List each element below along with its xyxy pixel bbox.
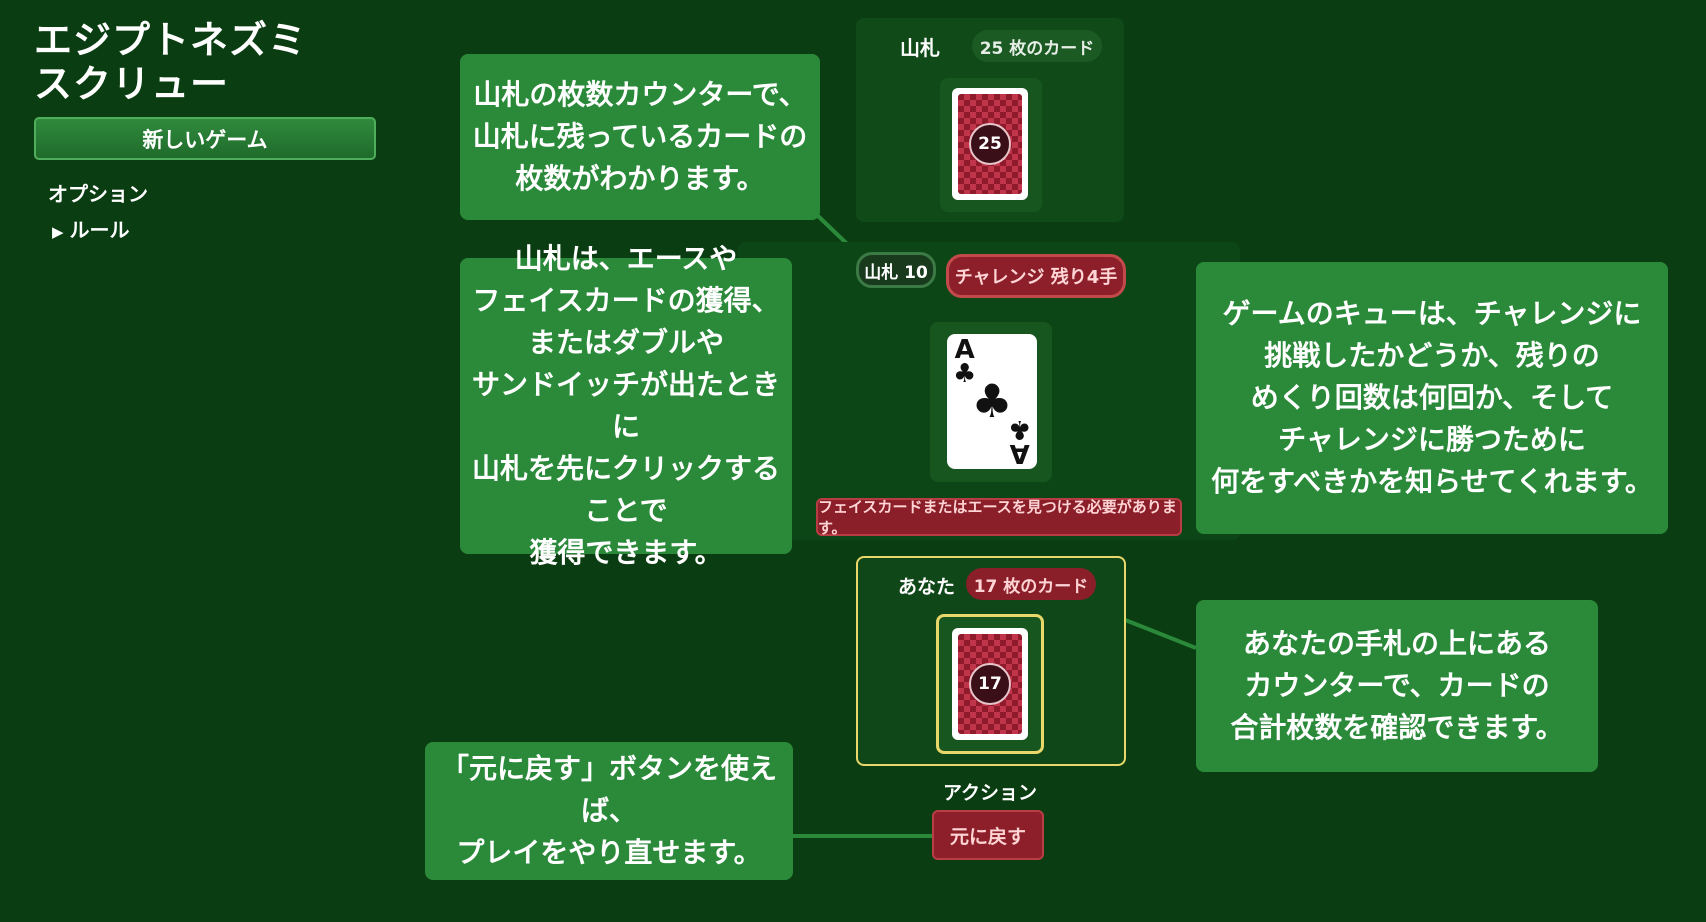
- player-card-back[interactable]: 17: [952, 628, 1028, 740]
- rules-label: ルール: [69, 218, 130, 242]
- callout-queue: ゲームのキューは、チャレンジに 挑戦したかどうか、残りの めくり回数は何回か、そ…: [1196, 262, 1668, 534]
- actions-label: アクション: [943, 782, 1038, 804]
- deck-count-badge: 25 枚のカード: [972, 30, 1102, 62]
- card-corner-bottom: A ♣: [1007, 414, 1031, 468]
- deck-title: 山札: [900, 36, 940, 60]
- player-count-circle: 17: [969, 663, 1011, 705]
- rules-toggle[interactable]: ▶ ルール: [52, 214, 130, 243]
- club-icon: ♣: [971, 374, 1013, 428]
- player-title: あなた: [898, 576, 956, 598]
- deck-card-back[interactable]: 25: [952, 88, 1028, 200]
- card-corner-top: A ♣: [953, 335, 977, 389]
- card-back-pattern: 25: [958, 94, 1022, 194]
- callout-hand-counter: あなたの手札の上にある カウンターで、カードの 合計枚数を確認できます。: [1196, 600, 1598, 772]
- app-title-line2: スクリュー: [34, 62, 230, 106]
- card-back-pattern: 17: [958, 634, 1022, 734]
- deck-count-circle: 25: [969, 123, 1011, 165]
- callout-undo: 「元に戻す」ボタンを使えば、 プレイをやり直せます。: [425, 742, 793, 880]
- card-rank: A: [954, 335, 975, 365]
- card-rank: A: [1009, 438, 1030, 468]
- undo-button[interactable]: 元に戻す: [932, 810, 1044, 860]
- new-game-button[interactable]: 新しいゲーム: [34, 117, 376, 160]
- challenge-badge: チャレンジ 残り4手: [946, 254, 1126, 298]
- club-icon: ♣: [1007, 414, 1031, 444]
- callout-pile-take: 山札は、エースや フェイスカードの獲得、 またはダブルや サンドイッチが出たとき…: [460, 242, 792, 569]
- hint-message: フェイスカードまたはエースを見つける必要があります。: [816, 498, 1182, 537]
- options-label: オプション: [48, 182, 148, 206]
- club-icon: ♣: [953, 359, 977, 389]
- pile-top-card[interactable]: A ♣ ♣ A ♣: [947, 334, 1037, 469]
- player-count-badge: 17 枚のカード: [966, 568, 1096, 600]
- app-title-line1: エジプトネズミ: [34, 18, 308, 62]
- app-title: エジプトネズミ スクリュー: [34, 18, 364, 106]
- callout-deck-counter: 山札の枚数カウンターで、 山札に残っているカードの 枚数がわかります。: [460, 54, 820, 220]
- triangle-right-icon: ▶: [52, 223, 64, 241]
- pile-count-badge: 山札 10: [856, 252, 936, 288]
